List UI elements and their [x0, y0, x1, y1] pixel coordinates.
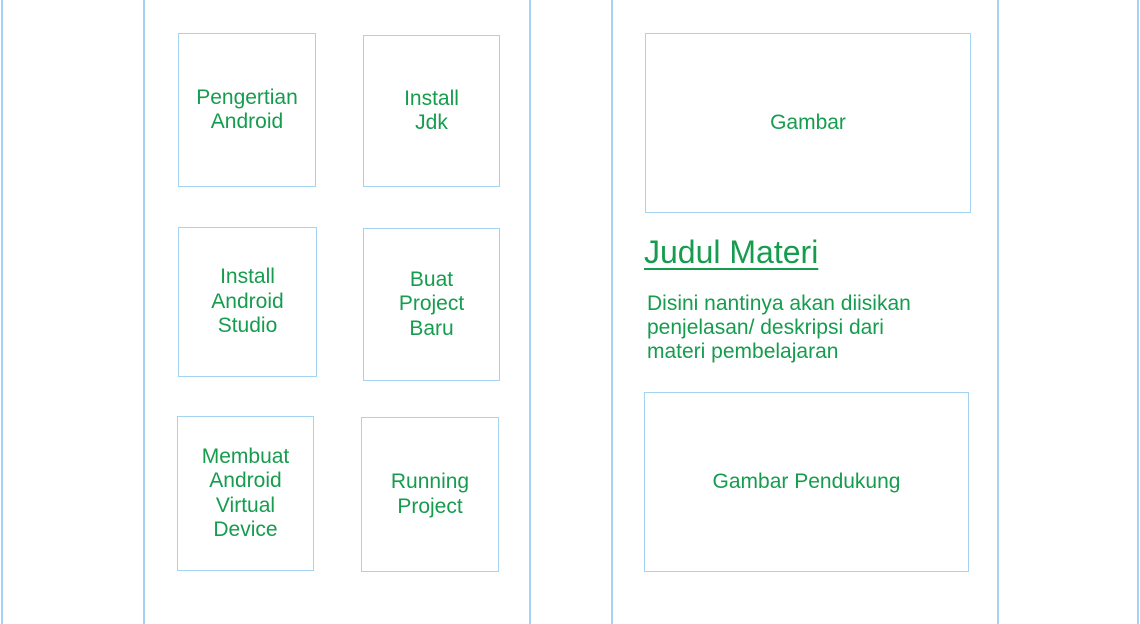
material-title: Judul Materi [644, 234, 819, 270]
menu-box-pengertian-android[interactable]: Pengertian Android [178, 33, 316, 187]
image-placeholder: Gambar [645, 33, 971, 213]
menu-screen-content: Pengertian Android Install Jdk Install A… [145, 0, 529, 624]
menu-box-install-jdk[interactable]: Install Jdk [363, 35, 500, 187]
menu-screen-frame: Pengertian Android Install Jdk Install A… [143, 0, 531, 624]
material-screen-frame: Gambar Judul Materi Disini nantinya akan… [611, 0, 999, 624]
material-screen-content: Gambar Judul Materi Disini nantinya akan… [613, 0, 997, 624]
supporting-image-placeholder: Gambar Pendukung [644, 392, 969, 572]
material-description: Disini nantinya akan diisikan penjelasan… [647, 292, 911, 363]
menu-box-running-project[interactable]: Running Project [361, 417, 499, 572]
menu-box-membuat-android-virtual-device[interactable]: Membuat Android Virtual Device [177, 416, 314, 571]
menu-box-buat-project-baru[interactable]: Buat Project Baru [363, 228, 500, 381]
adjacent-screen-edge-right [1137, 0, 1139, 624]
menu-box-install-android-studio[interactable]: Install Android Studio [178, 227, 317, 377]
adjacent-screen-edge-left [1, 0, 3, 624]
